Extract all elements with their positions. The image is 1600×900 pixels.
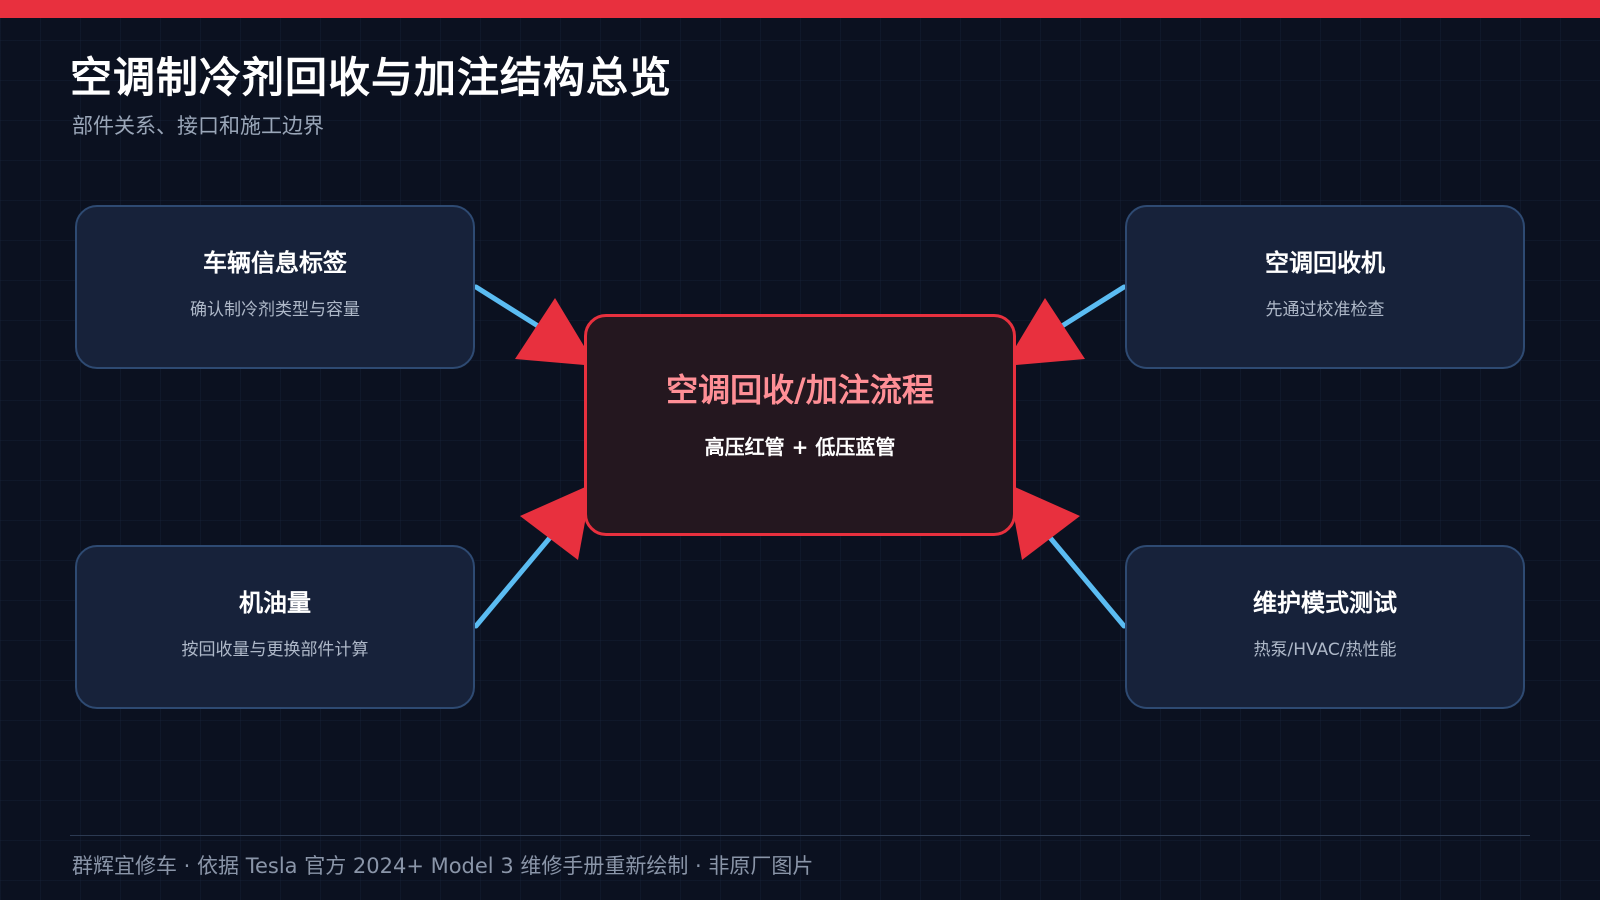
node-maintenance-mode-test: 维护模式测试 热泵/HVAC/热性能 [1125,545,1525,709]
node-recovery-machine: 空调回收机 先通过校准检查 [1125,205,1525,369]
page-title: 空调制冷剂回收与加注结构总览 [70,53,673,102]
center-title: 空调回收/加注流程 [666,371,934,409]
connector-line-vehicle-label [473,284,541,329]
node-description: 确认制冷剂类型与容量 [190,300,360,320]
node-title: 机油量 [239,589,311,617]
arrowhead-oil-amount [520,484,592,560]
center-description: 高压红管 + 低压蓝管 [704,435,896,459]
connector-line-maintenance-test [1044,531,1127,629]
connector-line-recovery-machine [1059,284,1127,329]
connector-line-oil-amount [473,531,556,629]
arrowhead-maintenance-test [1008,484,1080,560]
center-process-node: 空调回收/加注流程 高压红管 + 低压蓝管 [584,314,1016,536]
node-title: 空调回收机 [1265,249,1385,277]
node-title: 车辆信息标签 [203,249,347,277]
node-description: 先通过校准检查 [1265,300,1385,320]
node-description: 热泵/HVAC/热性能 [1253,640,1397,660]
node-title: 维护模式测试 [1253,589,1397,617]
node-oil-amount: 机油量 按回收量与更换部件计算 [75,545,475,709]
arrowhead-recovery-machine [1004,298,1085,366]
footer-divider [70,835,1530,836]
footer-text: 群辉宜修车 · 依据 Tesla 官方 2024+ Model 3 维修手册重新… [72,854,814,878]
page-subtitle: 部件关系、接口和施工边界 [72,114,324,138]
top-accent-bar [0,0,1600,18]
node-description: 按回收量与更换部件计算 [181,640,369,660]
arrowhead-vehicle-label [515,298,596,366]
node-vehicle-info-label: 车辆信息标签 确认制冷剂类型与容量 [75,205,475,369]
